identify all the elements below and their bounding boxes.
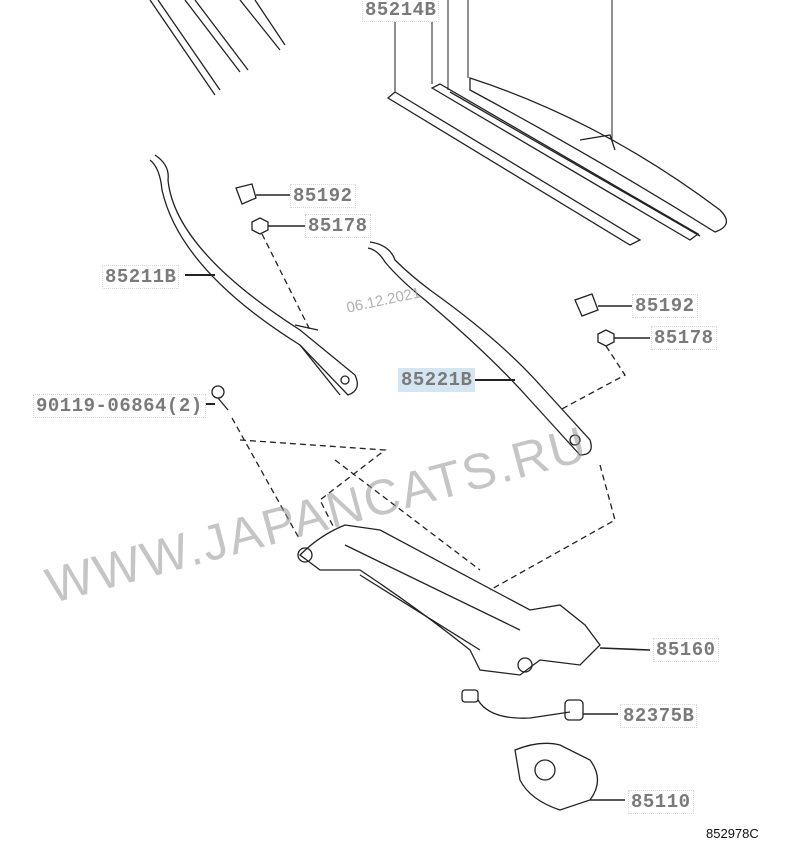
wiper-blade-top-left <box>149 0 286 96</box>
part-label-85178-left[interactable]: 85178 <box>305 214 371 238</box>
part-label-85110[interactable]: 85110 <box>628 790 694 814</box>
part-label-85214b[interactable]: 85214B <box>362 0 440 22</box>
wiper-arm-85221b <box>367 241 592 456</box>
bolt-90119 <box>188 385 616 591</box>
part-label-85192-right[interactable]: 85192 <box>632 294 698 318</box>
part-label-85211b[interactable]: 85211B <box>102 265 180 289</box>
diagram-code: 852978C <box>706 826 759 841</box>
part-label-85178-right[interactable]: 85178 <box>651 326 717 350</box>
part-label-85221b[interactable]: 85221B <box>398 368 476 392</box>
wiper-arm-85211b <box>149 154 358 396</box>
part-label-82375b[interactable]: 82375B <box>620 704 698 728</box>
wiper-motor-85110 <box>514 742 625 811</box>
wire-harness-82375b <box>461 689 618 721</box>
part-label-85160[interactable]: 85160 <box>653 638 719 662</box>
wiper-linkage-85160 <box>297 524 651 676</box>
part-label-90119-06864[interactable]: 90119-06864(2) <box>33 394 206 418</box>
caps-nuts <box>235 183 650 411</box>
wiper-blade-85214b <box>386 0 727 246</box>
part-label-85192-left[interactable]: 85192 <box>290 184 356 208</box>
